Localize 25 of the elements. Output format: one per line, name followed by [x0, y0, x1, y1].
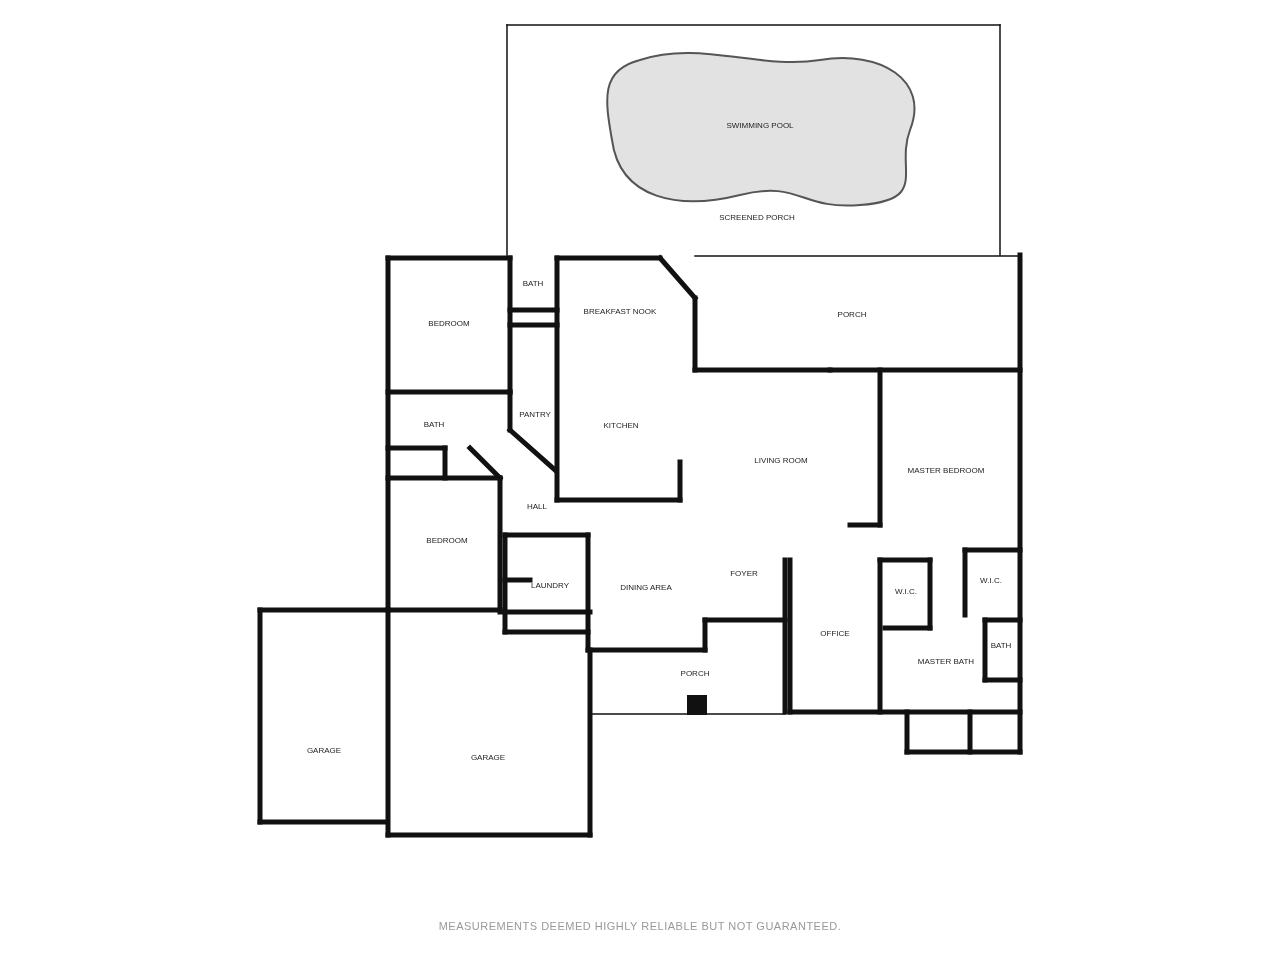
room-label: MASTER BATH — [917, 656, 975, 666]
room-label: PORCH — [680, 668, 710, 678]
room-label: W.I.C. — [980, 575, 1002, 585]
room-label: SWIMMING POOL — [726, 120, 794, 130]
room-label: DINING AREA — [620, 582, 672, 592]
room-label: LIVING ROOM — [754, 455, 808, 465]
room-label: MASTER BEDROOM — [907, 465, 985, 475]
room-label: PORCH — [837, 309, 867, 319]
room-label: GARAGE — [470, 752, 506, 762]
room-label: HALL — [527, 501, 547, 511]
room-label: W.I.C. — [895, 586, 917, 596]
room-label: BEDROOM — [428, 318, 470, 328]
room-label: LAUNDRY — [530, 580, 570, 590]
disclaimer-caption: MEASUREMENTS DEEMED HIGHLY RELIABLE BUT NOT GUARANTEED. — [437, 920, 843, 932]
room-label: BATH — [423, 419, 445, 429]
room-label: KITCHEN — [603, 420, 639, 430]
room-label: BEDROOM — [426, 535, 468, 545]
room-label: OFFICE — [820, 628, 850, 638]
room-label: BATH — [990, 640, 1012, 650]
room-label: SCREENED PORCH — [719, 212, 795, 222]
room-label: BREAKFAST NOOK — [583, 306, 657, 316]
room-label: FOYER — [730, 568, 758, 578]
room-label: BATH — [522, 278, 544, 288]
room-label: GARAGE — [306, 745, 342, 755]
room-label: PANTRY — [519, 409, 551, 419]
